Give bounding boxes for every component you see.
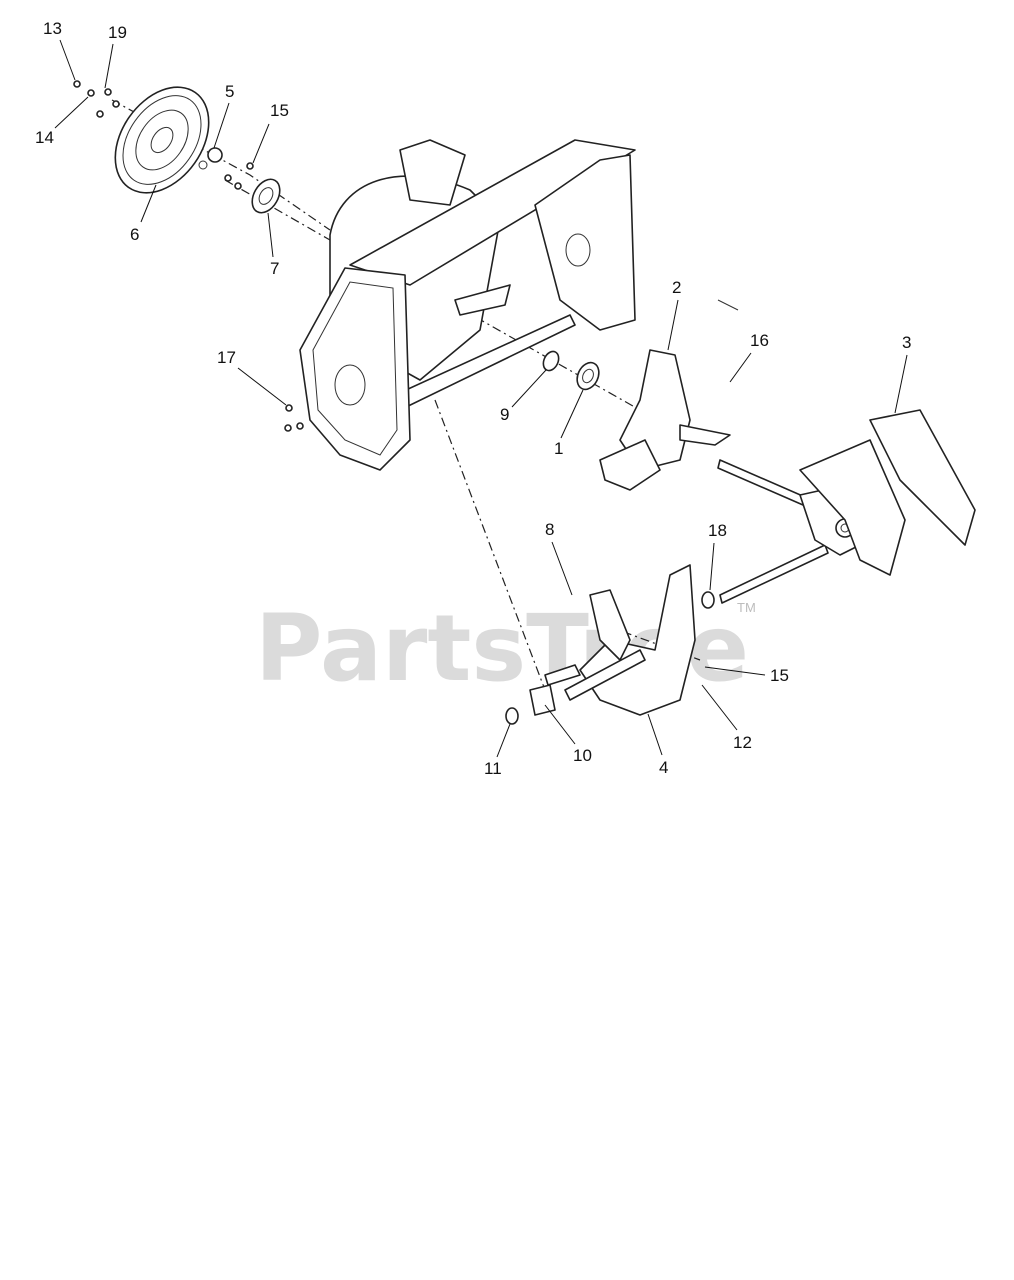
callout-1: 1 [554,439,563,458]
callout-3: 3 [902,333,911,352]
bearing-parts [542,350,600,391]
auger-lower-part [544,564,696,716]
auger-housing [299,139,636,471]
callout-17: 17 [217,348,236,367]
callout-14: 14 [35,128,54,147]
callout-10: 10 [573,746,592,765]
bushing-parts [505,684,556,725]
pulley-part [114,86,223,194]
callout-15-top: 15 [270,101,289,120]
callout-19: 19 [108,23,127,42]
callout-6: 6 [130,225,139,244]
callout-16: 16 [750,331,769,350]
auger-left-part [799,409,976,576]
callout-4: 4 [659,758,668,777]
callout-13: 13 [43,19,62,38]
callout-5: 5 [225,82,234,101]
callout-8: 8 [545,520,554,539]
callout-18: 18 [708,521,727,540]
callout-9: 9 [500,405,509,424]
watermark-trademark: TM [737,600,756,615]
callout-12: 12 [733,733,752,752]
hardware-small-parts [73,80,304,432]
callout-7: 7 [270,259,279,278]
auger-right-part [599,299,739,491]
bearing-flange-7 [251,178,281,214]
callout-2: 2 [672,278,681,297]
callouts: 13 19 14 5 15 6 7 2 16 3 17 9 1 [35,19,911,778]
callout-15-right: 15 [770,666,789,685]
callout-11: 11 [484,759,502,778]
washer-18 [701,591,715,609]
